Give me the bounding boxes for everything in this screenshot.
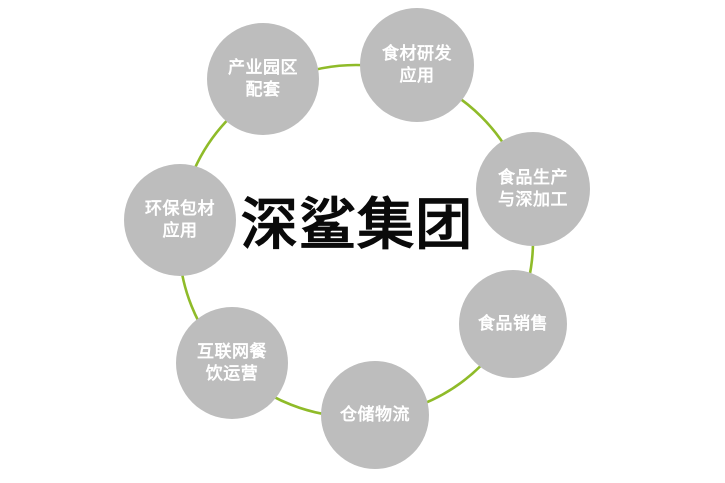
node-food-sales[interactable]: 食品销售 <box>459 270 567 378</box>
node-warehouse-logistics[interactable]: 仓储物流 <box>321 361 429 469</box>
node-label: 食品生产 与深加工 <box>498 167 568 209</box>
node-industrial-park[interactable]: 产业园区 配套 <box>207 23 319 135</box>
node-label: 仓储物流 <box>340 404 410 424</box>
node-eco-packaging[interactable]: 环保包材 应用 <box>124 164 236 276</box>
node-internet-catering[interactable]: 互联网餐 饮运营 <box>176 307 288 419</box>
node-label: 食品销售 <box>478 313 548 333</box>
node-label: 环保包材 应用 <box>145 198 215 240</box>
node-label: 食材研发 应用 <box>382 43 452 85</box>
center-logo: 深鲨集团 <box>232 186 482 266</box>
node-food-production[interactable]: 食品生产 与深加工 <box>476 132 590 246</box>
node-label: 互联网餐 饮运营 <box>197 341 267 383</box>
node-food-rnd[interactable]: 食材研发 应用 <box>360 8 474 122</box>
node-label: 产业园区 配套 <box>228 57 298 99</box>
company-name: 深鲨集团 <box>240 193 474 258</box>
